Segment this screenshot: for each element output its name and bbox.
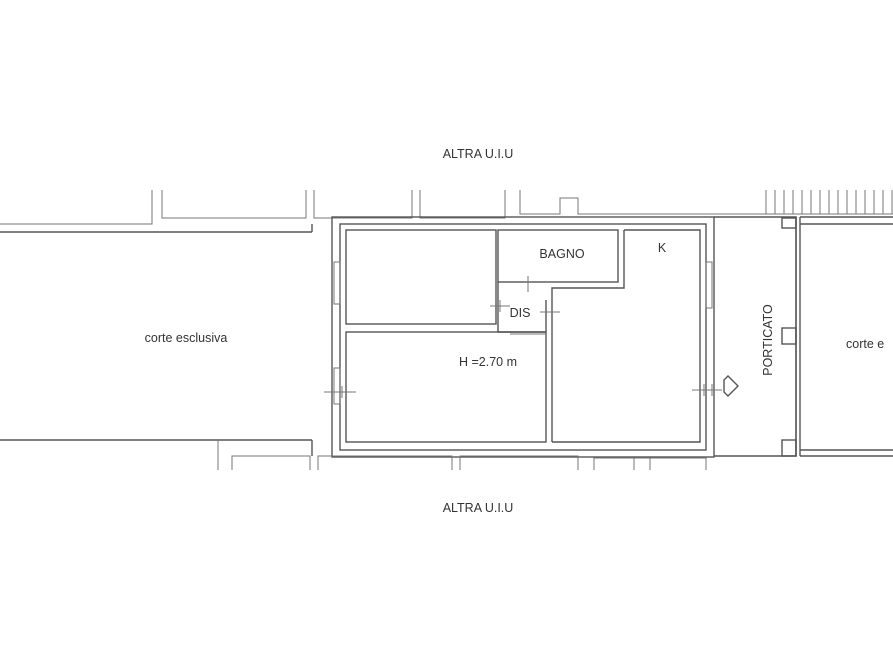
bathroom-label: BAGNO [539,247,584,261]
courtyard-right-label: corte e [846,337,884,351]
neighbor-label-bottom: ALTRA U.I.U [443,501,514,515]
courtyard-right [800,216,893,457]
porch-label: PORTICATO [761,304,775,376]
neighbor-unit-top-outline [0,190,762,233]
porch-area [714,216,801,457]
ceiling-height-label: H =2.70 m [459,355,517,369]
interior-walls [345,229,701,443]
railing-top-right [760,190,893,215]
window-marks [324,261,722,405]
courtyard-left-label: corte esclusiva [145,331,228,345]
neighbor-unit-bottom-outline [217,440,707,470]
hallway-label: DIS [510,306,531,320]
neighbor-label-top: ALTRA U.I.U [443,147,514,161]
kitchen-label: K [658,241,667,255]
unit-outer-walls [331,216,715,458]
courtyard-left [0,224,313,456]
